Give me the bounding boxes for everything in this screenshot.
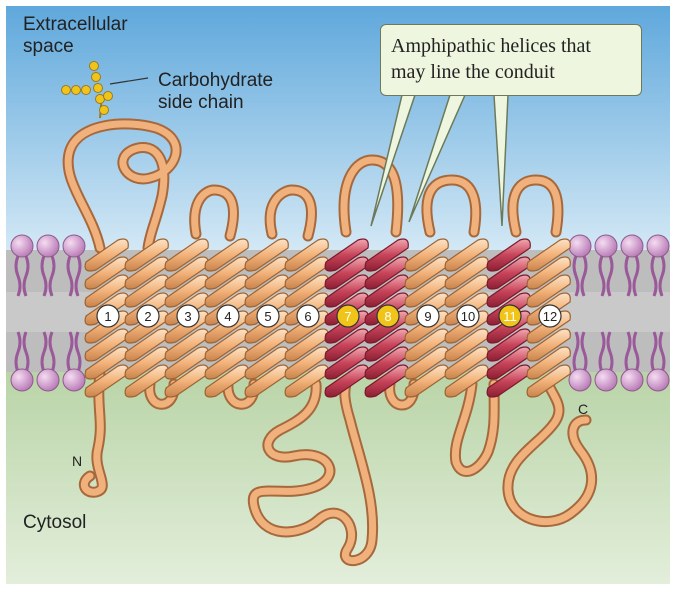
- helix-number-badge: [96, 304, 120, 328]
- helix-number-label: 3: [184, 309, 191, 324]
- helix-12: 12: [526, 238, 571, 398]
- sugar-bead: [81, 85, 91, 95]
- helix-number-badge: [456, 304, 480, 328]
- helix-7: 7: [324, 238, 369, 398]
- carbohydrate-label-line1: Carbohydrate: [158, 70, 274, 91]
- helix-number-label: 8: [384, 309, 391, 324]
- carbohydrate-side-chain: [61, 61, 149, 119]
- helix-number-badge: [256, 304, 280, 328]
- helix-number-label: 1: [104, 309, 111, 324]
- extracellular-label-line1: Extracellular: [23, 14, 128, 35]
- callout-pointers: [370, 94, 509, 227]
- helix-9: 9: [404, 238, 449, 398]
- amphipathic-callout: Amphipathic helices that may line the co…: [380, 24, 642, 96]
- helix-number-label: 6: [304, 309, 311, 324]
- helix-number-label: 9: [424, 309, 431, 324]
- helix-11: 11: [486, 238, 531, 398]
- carbohydrate-label-line2: side chain: [158, 92, 244, 113]
- helix-number-label: 2: [144, 309, 151, 324]
- helix-5: 5: [244, 238, 289, 398]
- helix-10: 10: [444, 238, 489, 398]
- helix-number-badge: [336, 304, 360, 328]
- helix-number-label: 12: [543, 309, 557, 324]
- helix-number-badge: [376, 304, 400, 328]
- callout-line2: may line the conduit: [391, 61, 555, 83]
- helix-8: 8: [364, 238, 409, 398]
- helix-6: 6: [284, 238, 329, 398]
- helix-number-badge: [176, 304, 200, 328]
- sugar-bead: [103, 91, 113, 101]
- sugar-bead: [71, 85, 81, 95]
- helix-1: 1: [84, 238, 129, 398]
- c-terminus-label: C: [578, 401, 589, 417]
- callout-line1: Amphipathic helices that: [391, 35, 591, 57]
- extracellular-label: Extracellular space: [23, 14, 128, 58]
- helix-number-label: 4: [224, 309, 231, 324]
- helix-number-badge: [538, 304, 562, 328]
- helix-number-badge: [498, 304, 522, 328]
- sugar-bead: [61, 85, 71, 95]
- sugar-bead: [93, 83, 103, 93]
- polypeptide-chain: [62, 118, 597, 566]
- carbohydrate-label: Carbohydrate side chain: [158, 70, 273, 114]
- helix-number-label: 5: [264, 309, 271, 324]
- helix-3: 3: [164, 238, 209, 398]
- helix-number-label: 10: [461, 309, 475, 324]
- helix-4: 4: [204, 238, 249, 398]
- helix-number-badge: [296, 304, 320, 328]
- sugar-bead: [99, 105, 109, 115]
- sugar-bead: [89, 61, 99, 71]
- helix-2: 2: [124, 238, 169, 398]
- helix-number-badge: [136, 304, 160, 328]
- n-terminus-label: N: [72, 453, 83, 469]
- helix-number-badge: [216, 304, 240, 328]
- cytosol-label: Cytosol: [23, 512, 87, 533]
- sugar-bead: [91, 72, 101, 82]
- helix-number-label: 7: [344, 309, 351, 324]
- helix-number-badge: [416, 304, 440, 328]
- extracellular-label-line2: space: [23, 36, 74, 57]
- helix-number-label: 11: [503, 309, 517, 324]
- lipid-bilayer: [10, 234, 670, 392]
